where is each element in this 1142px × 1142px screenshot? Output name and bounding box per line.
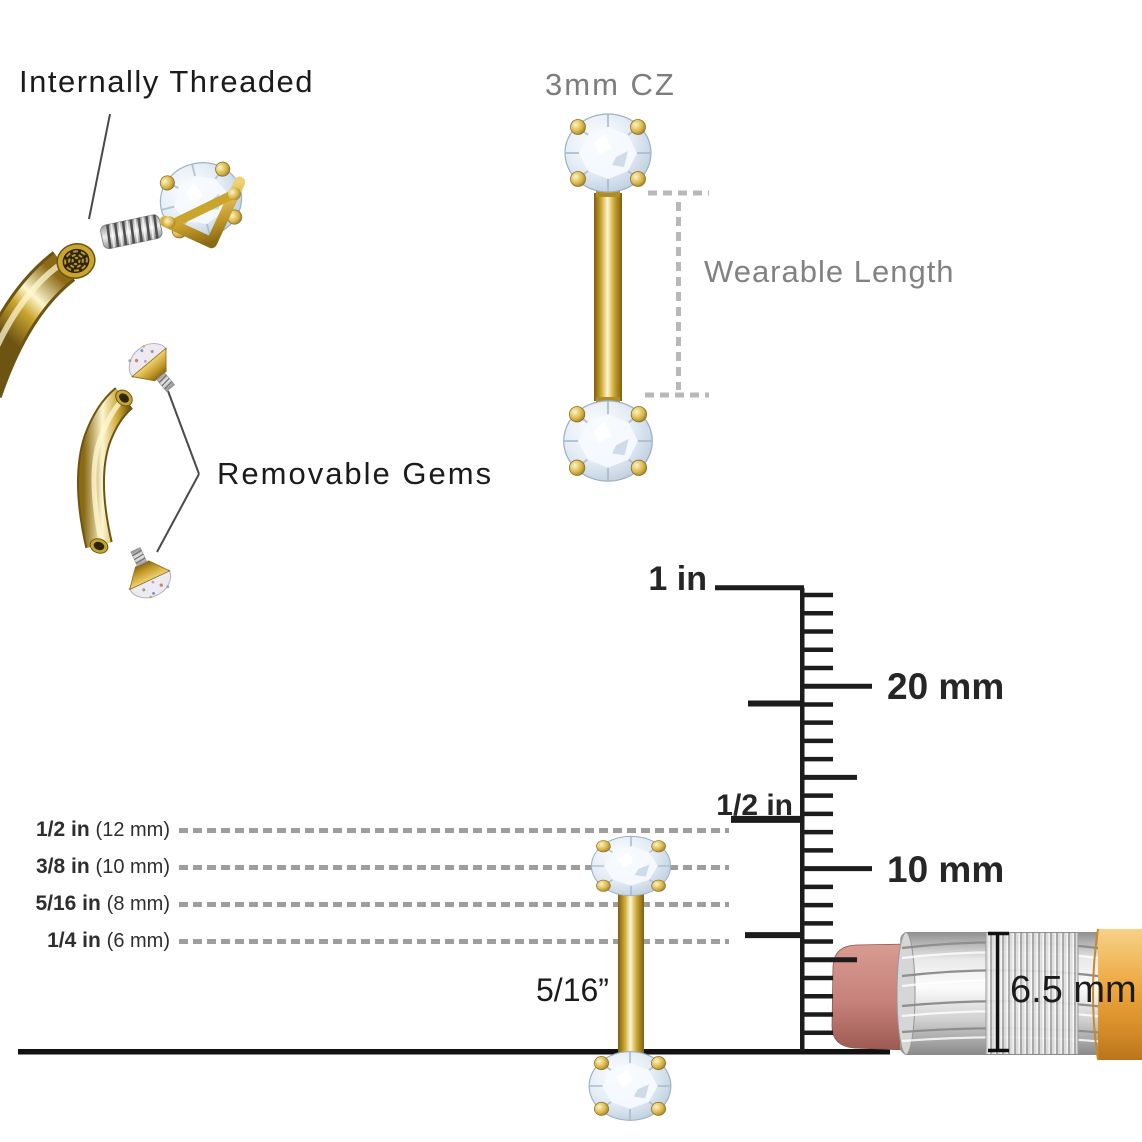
size-label: 1/4 in (6 mm) (47, 929, 170, 952)
scale-barbell (588, 835, 672, 1122)
size-dashed-line (179, 902, 729, 907)
internally-threaded-label: Internally Threaded (19, 64, 315, 99)
size-row-8mm: 5/16 in (8 mm) (0, 890, 740, 918)
size-label: 3/8 in (10 mm) (36, 855, 170, 878)
gem-size-label: 3mm CZ (545, 67, 676, 102)
eraser-diameter-label: 6.5 mm (1010, 969, 1137, 1011)
cz-gem-top (564, 113, 652, 193)
removable-gem-top (120, 334, 189, 403)
ruler-label-half-in: 1/2 in (716, 789, 793, 822)
pencil-body (1098, 929, 1142, 1060)
bar-length-label: 5/16” (536, 972, 609, 1008)
pencil (831, 928, 1142, 1061)
scale-gem-bottom (588, 1050, 672, 1122)
wearable-length-bracket (645, 190, 709, 398)
removable-gems-label: Removable Gems (217, 456, 494, 491)
removable-gems-assembly (76, 334, 189, 606)
scale-gem-top (590, 835, 672, 897)
pencil-eraser (831, 943, 909, 1051)
size-label: 1/2 in (12 mm) (36, 818, 170, 841)
baseline (18, 1049, 890, 1055)
size-dashed-line (179, 828, 729, 833)
size-row-12mm: 1/2 in (12 mm) (0, 816, 740, 844)
main-barbell (562, 113, 654, 483)
eraser-measure-bracket (988, 931, 1009, 1053)
size-label: 5/16 in (8 mm) (35, 892, 170, 915)
internally-threaded-assembly (0, 153, 251, 399)
ruler-label-20mm: 20 mm (887, 666, 1005, 707)
pointer-lines (88, 113, 200, 553)
size-row-6mm: 1/4 in (6 mm) (0, 927, 740, 955)
size-row-10mm: 3/8 in (10 mm) (0, 853, 740, 881)
threaded-screw-post (100, 214, 163, 250)
ruler-label-10mm: 10 mm (887, 849, 1005, 890)
size-dashed-line (179, 865, 729, 870)
ruler-ticks (715, 585, 872, 1036)
size-dashed-line (179, 939, 729, 944)
removable-gem-bottom (114, 539, 178, 606)
ruler-label-1in: 1 in (648, 560, 707, 598)
prong-set-gem-side (151, 153, 251, 249)
threaded-opening (56, 243, 96, 279)
cz-gem-bottom (562, 399, 654, 483)
wearable-length-label: Wearable Length (704, 254, 955, 289)
